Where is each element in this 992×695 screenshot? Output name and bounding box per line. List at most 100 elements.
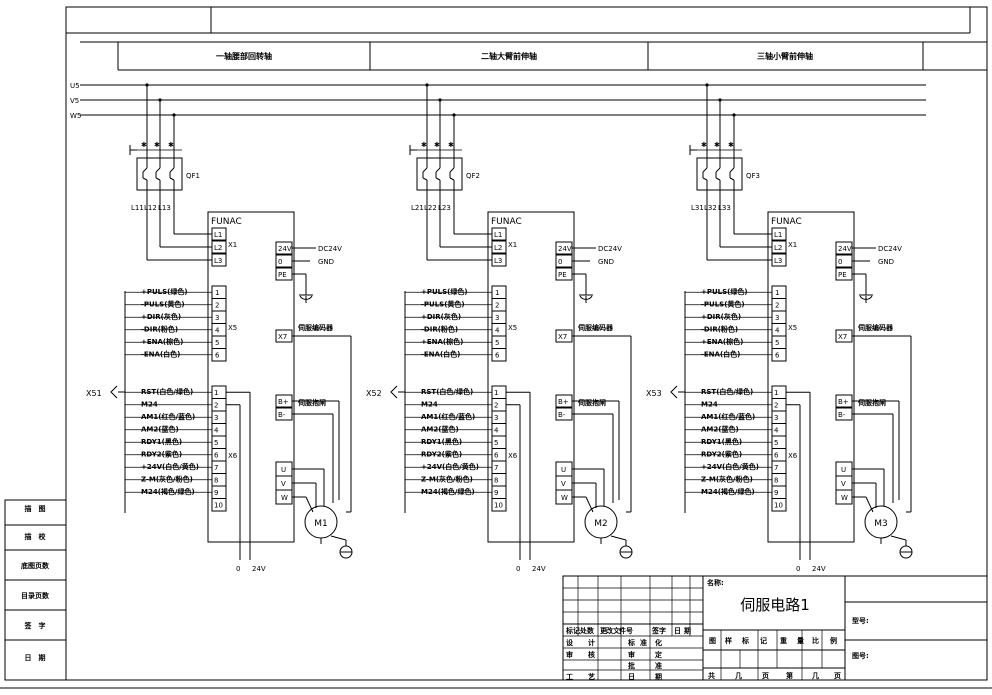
connector-label: X6 [788,452,798,460]
power-buses: U5 V5 W5 [70,82,926,120]
title-block-cell: 标 [627,638,635,647]
wire [610,535,627,541]
signal-label: -PULS(黄色) [421,300,465,309]
breaker-label: QF2 [466,172,480,180]
breaker-contact-mark: ✱ [728,141,734,149]
corner-box [65,6,212,34]
bottom-label: 0 [236,565,240,573]
terminal-label: 9 [494,489,498,497]
title-block-cell: 例 [830,636,837,645]
terminal-label: L3 [494,257,502,265]
section-header: 一轴腰部回转轴 二轴大臂前伸轴 三轴小臂前伸轴 [80,41,987,71]
terminal [771,498,787,512]
cable-label: L32 [704,204,717,212]
terminal-label: 24V [558,245,572,253]
signal-label: M24 [141,401,158,409]
servo-drive-box [207,211,295,543]
drive-brand: FUNAC [491,217,522,227]
wire [702,167,708,173]
wire [715,177,721,181]
bottom-label: 0 [516,565,520,573]
title-block-cell: 准 [640,638,647,647]
signal-label: Z-M(灰色/粉色) [701,475,753,484]
terminal-label: 1 [214,389,218,397]
title-block-cell: 件 [619,626,626,635]
title-block-cell: 设 [566,638,574,647]
title-block-cell: 比 [812,636,819,645]
signal-label: RDY2(紫色) [421,450,462,459]
encoder-label: 伺服编码器 [297,323,334,332]
breaker-contact-mark: ✱ [701,141,707,149]
title-block-cell: 计 [588,638,595,647]
dc24v-label: DC24V [318,245,342,253]
terminal-label: 3 [215,314,219,322]
signal-label: AM1(红色/蓝色) [701,412,755,421]
servo-drive-box [767,211,855,543]
cable-label: L12 [144,204,157,212]
terminal-label: 4 [775,327,780,335]
signal-label: M24(褐色/绿色) [421,487,475,496]
connector-label: X51 [86,389,102,398]
terminal-label: B- [278,411,286,419]
breaker-contact-mark: ✱ [714,141,720,149]
terminal-label: 3 [494,414,498,422]
terminal-label: 8 [494,477,498,485]
title-block-cell: 标 [565,626,573,635]
terminal-label: X7 [838,333,847,341]
title-block-cell: 化 [655,638,662,647]
bus-label: W5 [70,112,81,120]
terminal-label: B+ [278,398,289,406]
left-table-cell: 底图页数 [21,561,50,570]
title-block-cell: 期 [655,672,662,681]
wire [155,167,161,173]
terminal-label: 8 [214,477,218,485]
signal-label: +DIR(灰色) [141,312,181,321]
terminal-label: 0 [838,258,842,266]
terminal-label: 10 [494,502,503,510]
bus-label: V5 [70,97,79,105]
terminal-label: 9 [214,489,218,497]
left-table-cell: 签 字 [24,621,46,630]
title-block-cell: 记 [760,636,767,645]
terminal-label: 7 [214,464,218,472]
signal-label: +24V(白色/黄色) [141,462,199,471]
title-block-cell: 定 [655,650,662,659]
signal-label: RST(白色/绿色) [141,387,193,396]
cable-label: L33 [718,204,731,212]
terminal-label: 2 [214,402,218,410]
dc24v-label: DC24V [598,245,622,253]
signal-label: +PULS(绿色) [141,287,188,296]
terminal-label: W [281,494,288,502]
wire [305,496,314,513]
gnd-label: GND [598,258,614,266]
terminal-label: 5 [774,439,778,447]
drawing-name: 伺服电路1 [740,596,810,614]
terminal-label: 4 [495,327,500,335]
terminal-label: U [841,466,846,474]
terminal-label: 5 [215,339,219,347]
title-block-cell: 工 [566,673,573,681]
wire [435,177,441,181]
title-block-cell: 日 [628,673,635,681]
signal-label: -DIR(粉色) [421,325,458,334]
terminal-label: B- [838,411,846,419]
title-block-cell: 改 [606,626,614,635]
terminal-label: U [561,466,566,474]
terminal-label: L2 [214,244,222,252]
signal-label: RDY1(黑色) [421,437,462,446]
title-block-cell: 字 [659,626,666,635]
title-block-cell: 页 [762,672,769,680]
title-block-cell: 日 [674,627,681,635]
terminal-label: 1 [494,389,498,397]
breaker-body [136,157,183,191]
title-block-cell: 处 [579,626,588,635]
title-block-cell: 样 [725,636,732,645]
title-block-cell: 几 [735,672,742,680]
wire [729,177,735,181]
terminal-label: X7 [558,333,567,341]
terminal-label: 9 [774,489,778,497]
connector-label: X6 [228,452,238,460]
terminal-label: L3 [774,257,782,265]
